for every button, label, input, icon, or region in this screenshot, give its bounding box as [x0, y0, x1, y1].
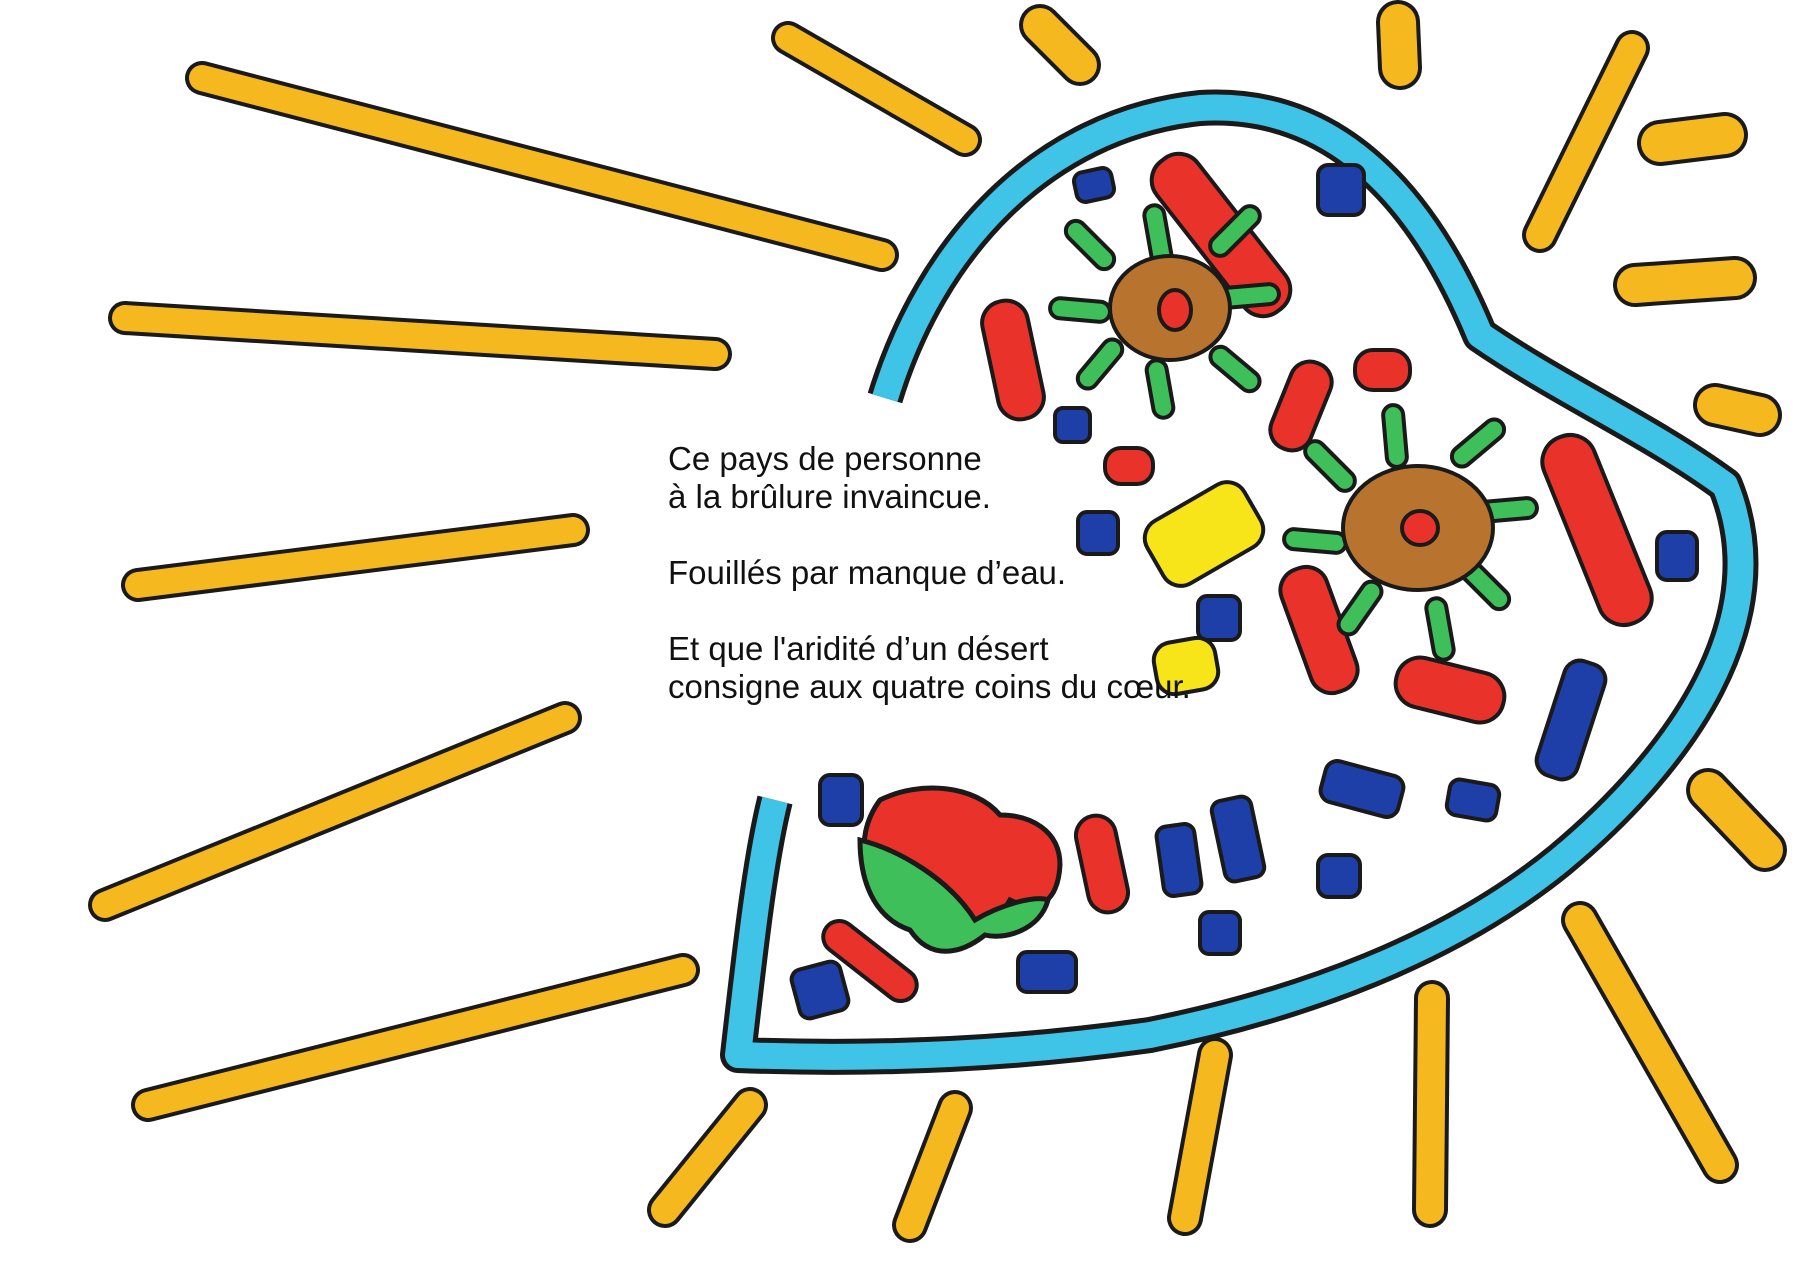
red-bar	[980, 298, 1046, 422]
ray	[1412, 980, 1450, 1228]
red-green-blob	[857, 785, 1063, 954]
poem-stanza: Et que l'aridité d’un désert consigne au…	[668, 630, 1191, 706]
blue-block	[789, 959, 851, 1021]
ray	[1167, 1037, 1233, 1236]
poem-line: Ce pays de personne	[668, 440, 982, 477]
ray	[1376, 0, 1422, 90]
ray	[1686, 768, 1787, 872]
blue-block	[1154, 821, 1204, 899]
ray	[1522, 30, 1650, 253]
blue-block	[1316, 163, 1366, 217]
ray	[1693, 383, 1782, 437]
poem-stanza: Fouillés par manque d’eau.	[668, 554, 1191, 592]
ray	[1637, 112, 1748, 166]
poem-line: Et que l'aridité d’un désert	[668, 630, 1049, 667]
blue-block	[1071, 166, 1117, 204]
red-bar	[1268, 359, 1334, 453]
poem-line: à la brûlure invaincue.	[668, 478, 991, 515]
blue-block	[1196, 594, 1242, 642]
ray	[1613, 256, 1757, 307]
blue-block	[1053, 406, 1092, 444]
flower	[1282, 403, 1539, 662]
red-bar	[1353, 348, 1412, 392]
red-bar	[821, 918, 919, 1004]
ray	[88, 701, 582, 922]
blue-block	[1198, 910, 1242, 956]
ray	[185, 61, 899, 272]
blue-block	[1318, 759, 1406, 819]
yellow-block	[1142, 480, 1266, 588]
red-bar	[1103, 446, 1155, 486]
red-bar	[1073, 813, 1131, 915]
poem: Ce pays de personne à la brûlure invainc…	[668, 440, 1191, 744]
ray	[131, 953, 700, 1122]
blue-block	[1016, 950, 1078, 994]
yellow-block	[1151, 635, 1221, 697]
blue-block	[1316, 853, 1362, 899]
red-bar	[1540, 433, 1654, 627]
blue-block	[1209, 794, 1267, 884]
red-bar	[1393, 655, 1507, 725]
ray	[647, 1087, 768, 1228]
ray	[108, 301, 732, 371]
ray	[771, 21, 982, 157]
ray	[121, 513, 590, 602]
blue-block	[1076, 510, 1120, 556]
poem-stanza: Ce pays de personne à la brûlure invainc…	[668, 440, 1191, 516]
blue-block	[1534, 658, 1608, 782]
flower	[1048, 203, 1281, 420]
ray	[1019, 4, 1101, 86]
poem-line: Fouillés par manque d’eau.	[668, 554, 1067, 591]
blue-block	[1444, 777, 1502, 823]
sun-rays	[88, 0, 1787, 1243]
ray	[1561, 901, 1739, 1184]
inner-shapes	[789, 151, 1699, 1021]
blue-block	[818, 773, 864, 827]
ray	[892, 1090, 973, 1243]
blue-block	[1655, 530, 1699, 582]
poem-line: consigne aux quatre coins du cœur.	[668, 668, 1191, 705]
heart-outline	[720, 89, 1759, 1075]
